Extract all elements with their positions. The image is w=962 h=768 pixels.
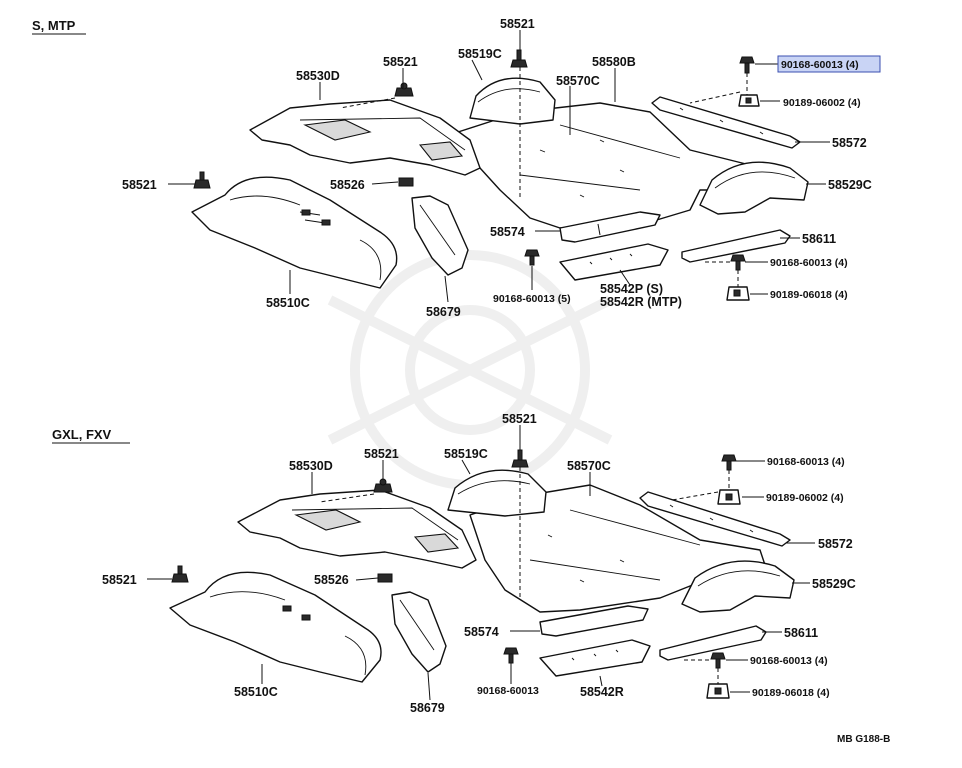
label-90189-06002: 90189-06002 (4): [766, 492, 844, 504]
floor-pan-58530d: [249, 99, 481, 176]
bolt-icon: [524, 249, 540, 266]
grommet-icon: [511, 449, 529, 468]
label-58580b: 58580B: [592, 55, 636, 69]
bolt-icon: [721, 454, 737, 471]
bolt-icon: [730, 254, 746, 271]
label-58572: 58572: [818, 537, 853, 551]
section-gxl-fxv: GXL, FXV: [52, 412, 856, 715]
rail-58611: [659, 625, 767, 661]
label-90168-60013: 90168-60013 (4): [770, 257, 848, 269]
bolt-icon: [710, 652, 726, 669]
fender-liner-58510c: [191, 176, 398, 289]
label-58542r: 58542R (MTP): [600, 295, 682, 309]
rail-58572: [639, 491, 791, 547]
bolt-icon: [739, 56, 755, 74]
section-s-mtp: S, MTP: [32, 17, 881, 319]
label-90168-60013: 90168-60013: [477, 685, 539, 697]
clip-58526: [377, 573, 393, 583]
label-58530d: 58530D: [289, 459, 333, 473]
label-58530d: 58530D: [296, 69, 340, 83]
label-58521: 58521: [102, 573, 137, 587]
nut-clip-icon: [726, 286, 750, 301]
label-58679: 58679: [410, 701, 445, 715]
plate-58542p: [559, 243, 669, 281]
wheelhouse-58529c: [681, 560, 795, 613]
diagram-reference: MB G188-B: [837, 734, 890, 745]
plate-58542r: [539, 639, 651, 677]
wheelhouse-58529c: [699, 161, 809, 215]
bolt-icon: [503, 647, 519, 664]
wheelhouse-58519c: [469, 77, 556, 125]
label-58611: 58611: [784, 626, 818, 640]
nut-clip-icon: [706, 683, 730, 699]
grommet-icon: [394, 82, 414, 97]
floor-pan-58530d: [237, 489, 477, 569]
label-58521: 58521: [122, 178, 157, 192]
label-58574: 58574: [464, 625, 499, 639]
label-58519c: 58519C: [458, 47, 502, 61]
label-90189-06002: 90189-06002 (4): [783, 97, 861, 109]
rail-58611: [681, 229, 791, 263]
nut-clip-icon: [717, 489, 741, 505]
nut-clip-icon: [738, 94, 760, 107]
label-58542r: 58542R: [580, 685, 624, 699]
label-90168-60013[interactable]: 90168-60013 (4): [781, 59, 859, 71]
label-58542p: 58542P (S): [600, 282, 663, 296]
section-title-s-mtp: S, MTP: [32, 18, 76, 33]
label-58521: 58521: [502, 412, 537, 426]
bracket-58679: [411, 195, 469, 276]
label-58521: 58521: [383, 55, 418, 69]
label-58570c: 58570C: [556, 74, 600, 88]
floor-board-58570c: [454, 102, 761, 229]
grommet-icon: [171, 565, 189, 583]
label-58521: 58521: [500, 17, 535, 31]
label-58526: 58526: [314, 573, 349, 587]
label-58526: 58526: [330, 178, 365, 192]
label-90189-06018: 90189-06018 (4): [752, 687, 830, 699]
label-90189-06018: 90189-06018 (4): [770, 289, 848, 301]
label-58510c: 58510C: [266, 296, 310, 310]
label-58574: 58574: [490, 225, 525, 239]
label-58529c: 58529C: [828, 178, 872, 192]
bracket-58679: [391, 591, 447, 673]
wheelhouse-58519c: [447, 469, 547, 517]
label-58519c: 58519C: [444, 447, 488, 461]
label-58611: 58611: [802, 232, 836, 246]
label-58572: 58572: [832, 136, 867, 150]
label-58570c: 58570C: [567, 459, 611, 473]
stay-58574: [559, 211, 661, 243]
grommet-icon: [510, 49, 528, 68]
clip-58526: [398, 177, 414, 187]
stay-58574: [539, 605, 649, 637]
label-58510c: 58510C: [234, 685, 278, 699]
label-58529c: 58529C: [812, 577, 856, 591]
highlight-box: [777, 55, 881, 73]
section-title-gxl-fxv: GXL, FXV: [52, 427, 112, 442]
label-90168-60013: 90168-60013 (4): [750, 655, 828, 667]
grommet-icon: [373, 478, 393, 493]
label-90168-60013: 90168-60013 (5): [493, 293, 571, 305]
label-58521: 58521: [364, 447, 399, 461]
grommet-icon: [193, 171, 211, 189]
label-90168-60013: 90168-60013 (4): [767, 456, 845, 468]
label-58679: 58679: [426, 305, 461, 319]
fender-liner-58510c: [169, 571, 382, 683]
